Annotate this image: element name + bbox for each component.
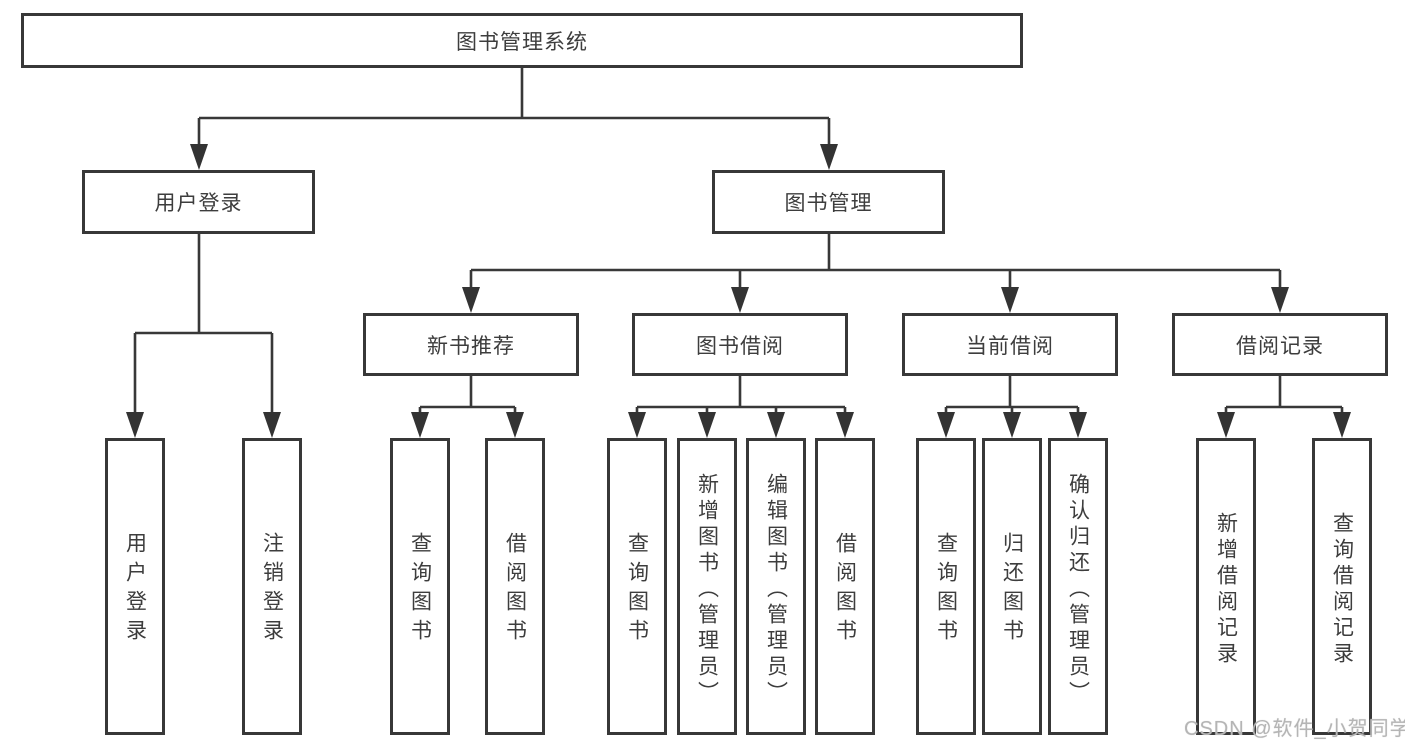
leaf-query-books-current: 查询图书 — [916, 438, 976, 735]
leaf-borrow-books: 借阅图书 — [815, 438, 875, 735]
leaf-query-borrow-record: 查询借阅记录 — [1312, 438, 1372, 735]
leaf-add-borrow-record: 新增借阅记录 — [1196, 438, 1256, 735]
node-borrowing-records: 借阅记录 — [1172, 313, 1388, 376]
leaf-query-books-borrow: 查询图书 — [607, 438, 667, 735]
leaf-borrow-books-recommend: 借阅图书 — [485, 438, 545, 735]
node-root-system: 图书管理系统 — [21, 13, 1023, 68]
csdn-watermark: CSDN @软件_小贺同学 — [1184, 718, 1405, 740]
leaf-edit-books-admin: 编辑图书（管理员） — [746, 438, 806, 735]
leaf-user-login: 用户登录 — [105, 438, 165, 735]
node-current-borrowing: 当前借阅 — [902, 313, 1118, 376]
node-book-borrowing: 图书借阅 — [632, 313, 848, 376]
leaf-add-books-admin: 新增图书（管理员） — [677, 438, 737, 735]
leaf-query-books-recommend: 查询图书 — [390, 438, 450, 735]
node-book-management-group: 图书管理 — [712, 170, 945, 234]
node-user-login-group: 用户登录 — [82, 170, 315, 234]
node-new-book-recommend: 新书推荐 — [363, 313, 579, 376]
leaf-return-books: 归还图书 — [982, 438, 1042, 735]
leaf-logout: 注销登录 — [242, 438, 302, 735]
leaf-confirm-return-admin: 确认归还（管理员） — [1048, 438, 1108, 735]
